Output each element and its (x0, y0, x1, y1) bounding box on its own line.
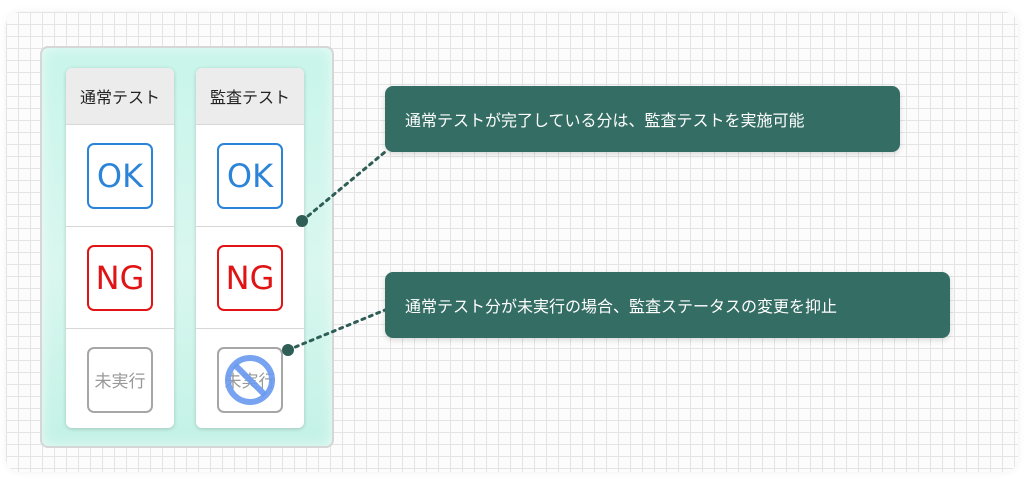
callout-audit-available: 通常テストが完了している分は、監査テストを実施可能 (385, 86, 900, 152)
ok-badge[interactable]: OK (87, 142, 153, 209)
normal-test-header: 通常テスト (66, 68, 174, 125)
not-run-badge-disabled: 未実行 (217, 346, 283, 413)
ok-badge[interactable]: OK (217, 142, 283, 209)
audit-test-not-run-cell: 未実行 (196, 329, 304, 428)
normal-test-ok-cell: OK (66, 125, 174, 227)
not-run-badge[interactable]: 未実行 (87, 346, 153, 413)
normal-test-ng-cell: NG (66, 227, 174, 329)
audit-test-header: 監査テスト (196, 68, 304, 125)
ng-badge[interactable]: NG (87, 244, 153, 311)
audit-test-ok-cell: OK (196, 125, 304, 227)
audit-test-column: 監査テスト OK NG 未実行 (196, 68, 304, 428)
normal-test-not-run-cell: 未実行 (66, 329, 174, 428)
ng-badge[interactable]: NG (217, 244, 283, 311)
normal-test-column: 通常テスト OK NG 未実行 (66, 68, 174, 428)
audit-test-ng-cell: NG (196, 227, 304, 329)
callout-audit-locked: 通常テスト分が未実行の場合、監査ステータスの変更を抑止 (385, 272, 950, 338)
